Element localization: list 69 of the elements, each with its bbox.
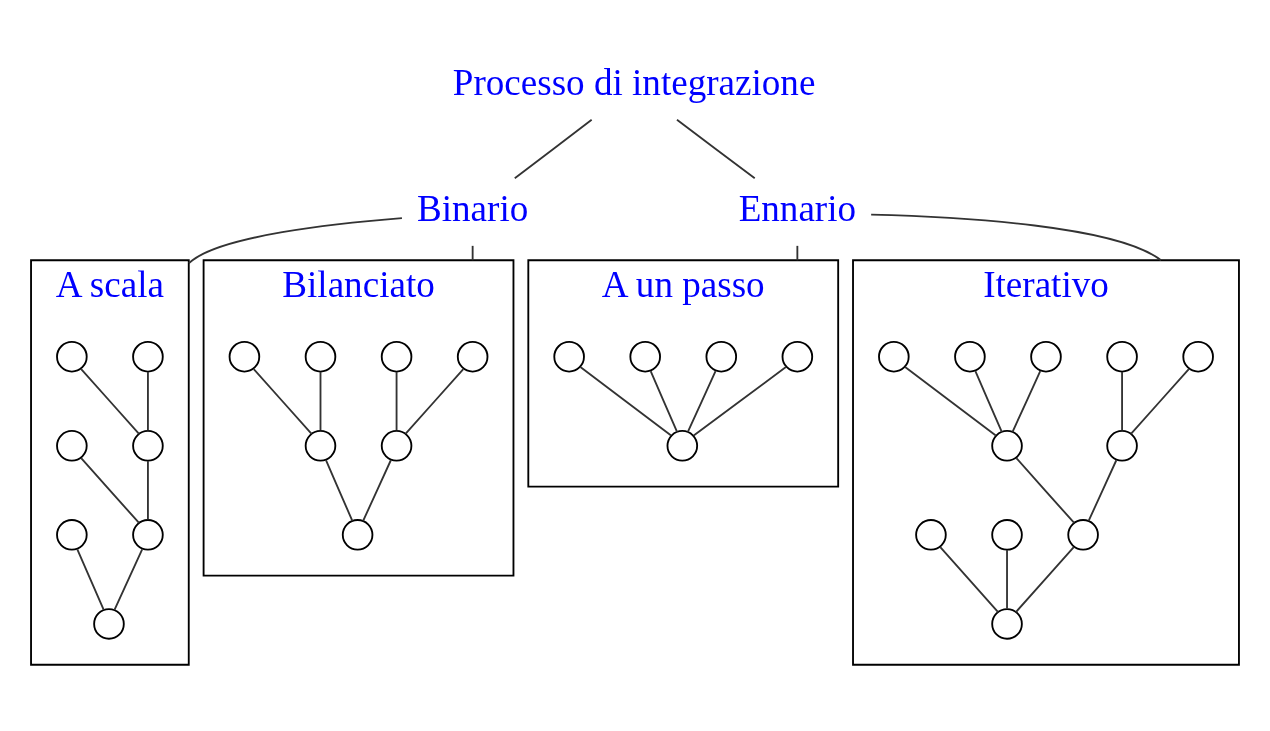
cluster: A un passo: [527, 258, 840, 488]
node-circle: [991, 518, 1023, 551]
node-circle: [132, 429, 164, 462]
node-circle: [1030, 340, 1062, 372]
node-circle: [132, 340, 164, 372]
node-circle: [991, 607, 1023, 640]
connector: [904, 365, 997, 436]
node-circle: [1106, 429, 1138, 462]
connector: [471, 244, 474, 261]
connector: [974, 369, 1003, 433]
node-circle: [380, 340, 413, 372]
cluster: Bilanciato: [202, 258, 515, 577]
node-circle: [1067, 518, 1099, 551]
connector: [676, 118, 756, 179]
connector: [404, 367, 465, 435]
connector: [1011, 369, 1042, 433]
node-circle: [954, 340, 986, 372]
node-text: Ennario: [738, 187, 857, 229]
node-circle: [1106, 340, 1138, 372]
connector: [579, 365, 672, 436]
node-circle: [991, 429, 1023, 462]
connector: [1015, 545, 1075, 613]
connector: [147, 459, 149, 520]
connector: [113, 547, 144, 611]
connector: [76, 547, 105, 611]
node-circle: [304, 340, 337, 372]
connector: [252, 367, 313, 435]
connector: [319, 370, 322, 431]
connector: [939, 545, 1000, 613]
node-circle: [781, 340, 814, 372]
connector: [1130, 367, 1190, 435]
node-circle: [878, 340, 910, 372]
connector: [147, 370, 149, 431]
connector: [686, 369, 717, 433]
connector: [80, 456, 140, 524]
cluster: A scala: [30, 258, 190, 666]
connector: [325, 458, 354, 522]
connector: [796, 244, 799, 261]
connector: [362, 458, 392, 522]
node-text: Processo di integrazione: [452, 61, 816, 103]
node-circle: [304, 429, 337, 462]
node-circle: [132, 518, 164, 551]
node-text: Binario: [417, 187, 529, 229]
node-circle: [56, 518, 88, 551]
connector: [187, 216, 403, 264]
connector: [1015, 456, 1076, 524]
node-circle: [456, 340, 489, 372]
node-circle: [341, 518, 374, 551]
connector: [1087, 458, 1118, 522]
connector: [870, 213, 1162, 261]
connector: [692, 365, 787, 436]
connector: [649, 369, 678, 433]
node-circle: [228, 340, 261, 372]
node-circle: [666, 429, 699, 462]
node-circle: [553, 340, 585, 372]
node-circle: [629, 340, 661, 372]
node-circle: [915, 518, 947, 551]
node-circle: [93, 607, 125, 640]
connector: [80, 367, 140, 435]
node-circle: [56, 340, 88, 372]
cluster: Iterativo: [852, 258, 1240, 666]
connector: [1006, 548, 1008, 609]
node-circle: [56, 429, 88, 462]
node-circle: [1182, 340, 1214, 372]
node-circle: [705, 340, 738, 372]
connector: [1121, 370, 1123, 431]
connector: [513, 118, 593, 179]
connector: [395, 370, 398, 431]
node-circle: [380, 429, 413, 462]
